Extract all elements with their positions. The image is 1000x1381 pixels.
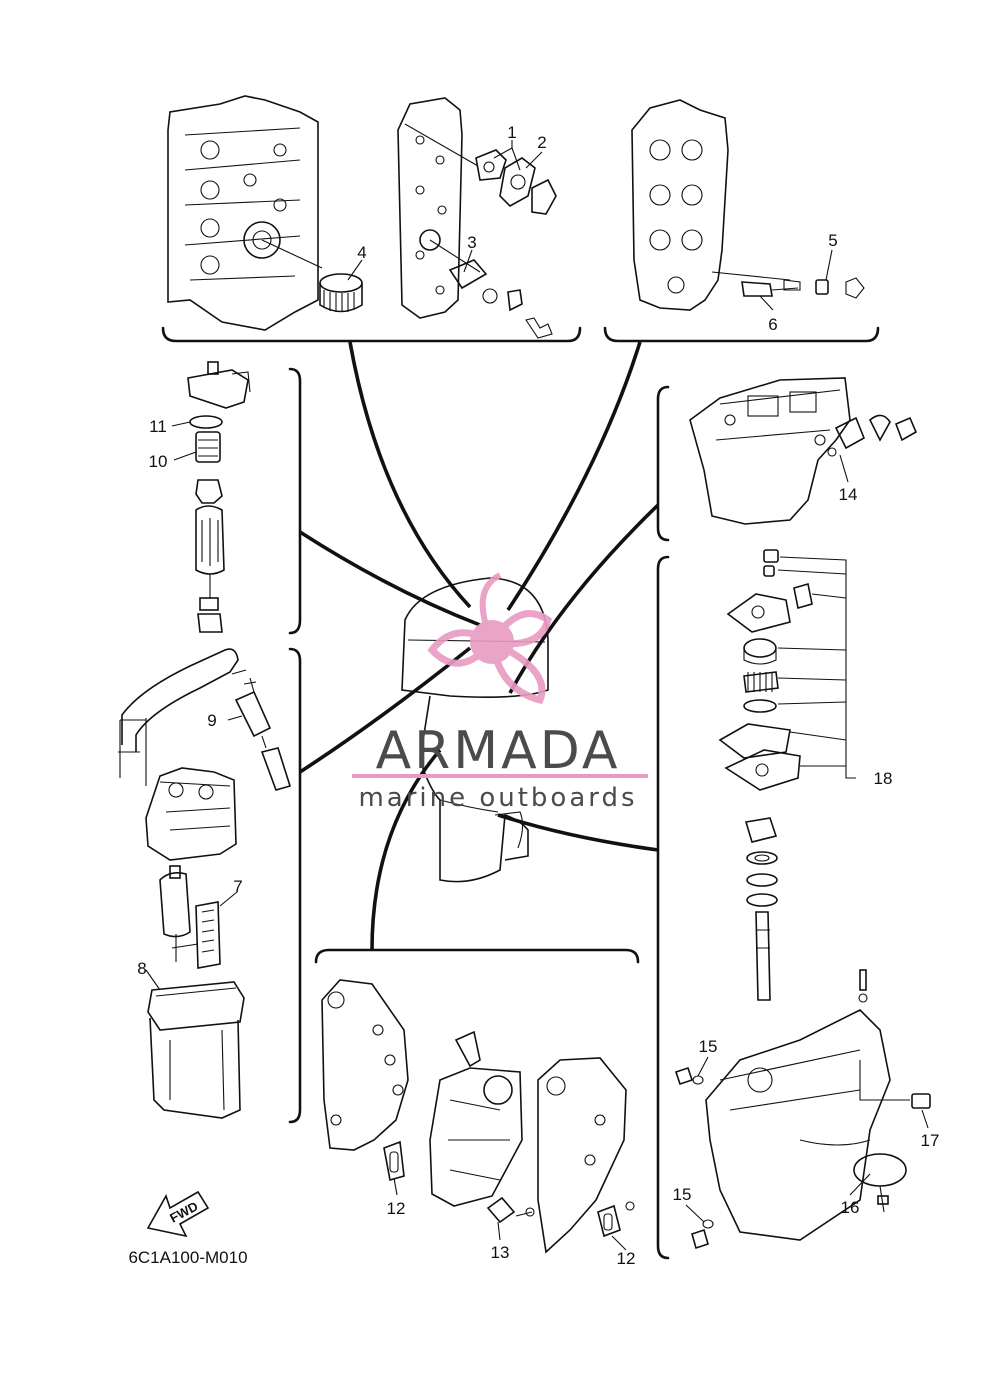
thermostat-gasket (499, 157, 536, 207)
callout-14: 14 (839, 485, 858, 504)
fuel-pump-inline (231, 669, 292, 791)
brand-divider (352, 774, 648, 778)
cylinder-head (631, 99, 791, 311)
connector-fuel-pump (299, 646, 472, 774)
callout-13: 13 (491, 1243, 510, 1262)
callout-2: 2 (537, 133, 546, 152)
callout-12-right: 12 (617, 1249, 636, 1268)
connector-cylinder-head (506, 341, 642, 611)
lower-casing (705, 969, 891, 1241)
thermostat (475, 149, 507, 181)
power-tilt-unit (429, 1030, 523, 1207)
clamp-bracket-right (537, 1057, 627, 1254)
water-pump-stack (718, 549, 813, 1001)
exhaust-cover (397, 97, 481, 319)
speedometer-fitting (827, 414, 918, 457)
anode-lower (911, 1093, 931, 1109)
bracket-mid-left-lower (288, 647, 302, 1124)
leader-lines (145, 140, 929, 1251)
oil-filter (319, 273, 363, 313)
connector-lower-unit (497, 813, 659, 852)
trim-tab (853, 1153, 907, 1213)
trim-mount-12a (383, 1140, 405, 1182)
callout-4: 4 (357, 243, 366, 262)
thermo-sensor (741, 279, 801, 297)
brand-name: ARMADA (376, 721, 621, 781)
vapor-separator (119, 718, 237, 861)
bracket-right-lower (656, 555, 670, 1260)
cylinder-block (167, 95, 323, 331)
anode-wire (859, 1060, 910, 1101)
fuel-hose (118, 648, 239, 753)
electric-fuel-pump (159, 865, 191, 962)
drain-screw-lower (691, 1219, 714, 1250)
callout-11: 11 (149, 417, 167, 436)
filter-element (195, 431, 221, 463)
callout-17: 17 (921, 1131, 940, 1150)
callout-18: 18 (874, 769, 893, 788)
drain-screw-upper (674, 1066, 704, 1086)
fwd-arrow-icon: FWD (146, 1190, 210, 1238)
callout-7: 7 (233, 877, 242, 896)
bracket-top-right (603, 326, 880, 343)
float-chamber (147, 981, 245, 1119)
bracket-right-upper (656, 385, 670, 542)
bracket-mid-left-upper (288, 367, 302, 635)
callout-12-left: 12 (387, 1199, 406, 1218)
sensor-cap (815, 277, 865, 299)
connector-upper-casing (508, 503, 660, 694)
fuel-filter-assembly (187, 361, 251, 633)
anode-exhaust (448, 259, 553, 339)
callout-3: 3 (467, 233, 476, 252)
callout-1: 1 (507, 123, 516, 142)
bracket-top-left (161, 326, 582, 343)
connector-fuel-filter (299, 530, 481, 627)
thermostat-cover (531, 178, 557, 215)
upper-casing (689, 377, 851, 525)
callout-15-lower: 15 (673, 1185, 692, 1204)
brand-logo (427, 572, 553, 705)
bracket-bottom-center (314, 948, 640, 964)
trim-mount-13 (486, 1196, 535, 1224)
callout-5: 5 (828, 231, 837, 250)
diagram-code: 6C1A100-M010 (128, 1248, 247, 1267)
brand-tagline: marine outboards (358, 783, 637, 813)
callout-10: 10 (149, 452, 168, 471)
callout-6: 6 (768, 315, 777, 334)
pump-filter (171, 901, 221, 969)
trim-mount-12b (597, 1201, 635, 1238)
connector-cylinder-block (348, 341, 472, 609)
o-ring (189, 415, 223, 429)
callout-15-upper: 15 (699, 1037, 718, 1056)
callout-8: 8 (137, 959, 146, 978)
clamp-bracket-left (321, 979, 409, 1151)
callout-9: 9 (207, 711, 216, 730)
callout-16: 16 (841, 1198, 860, 1217)
